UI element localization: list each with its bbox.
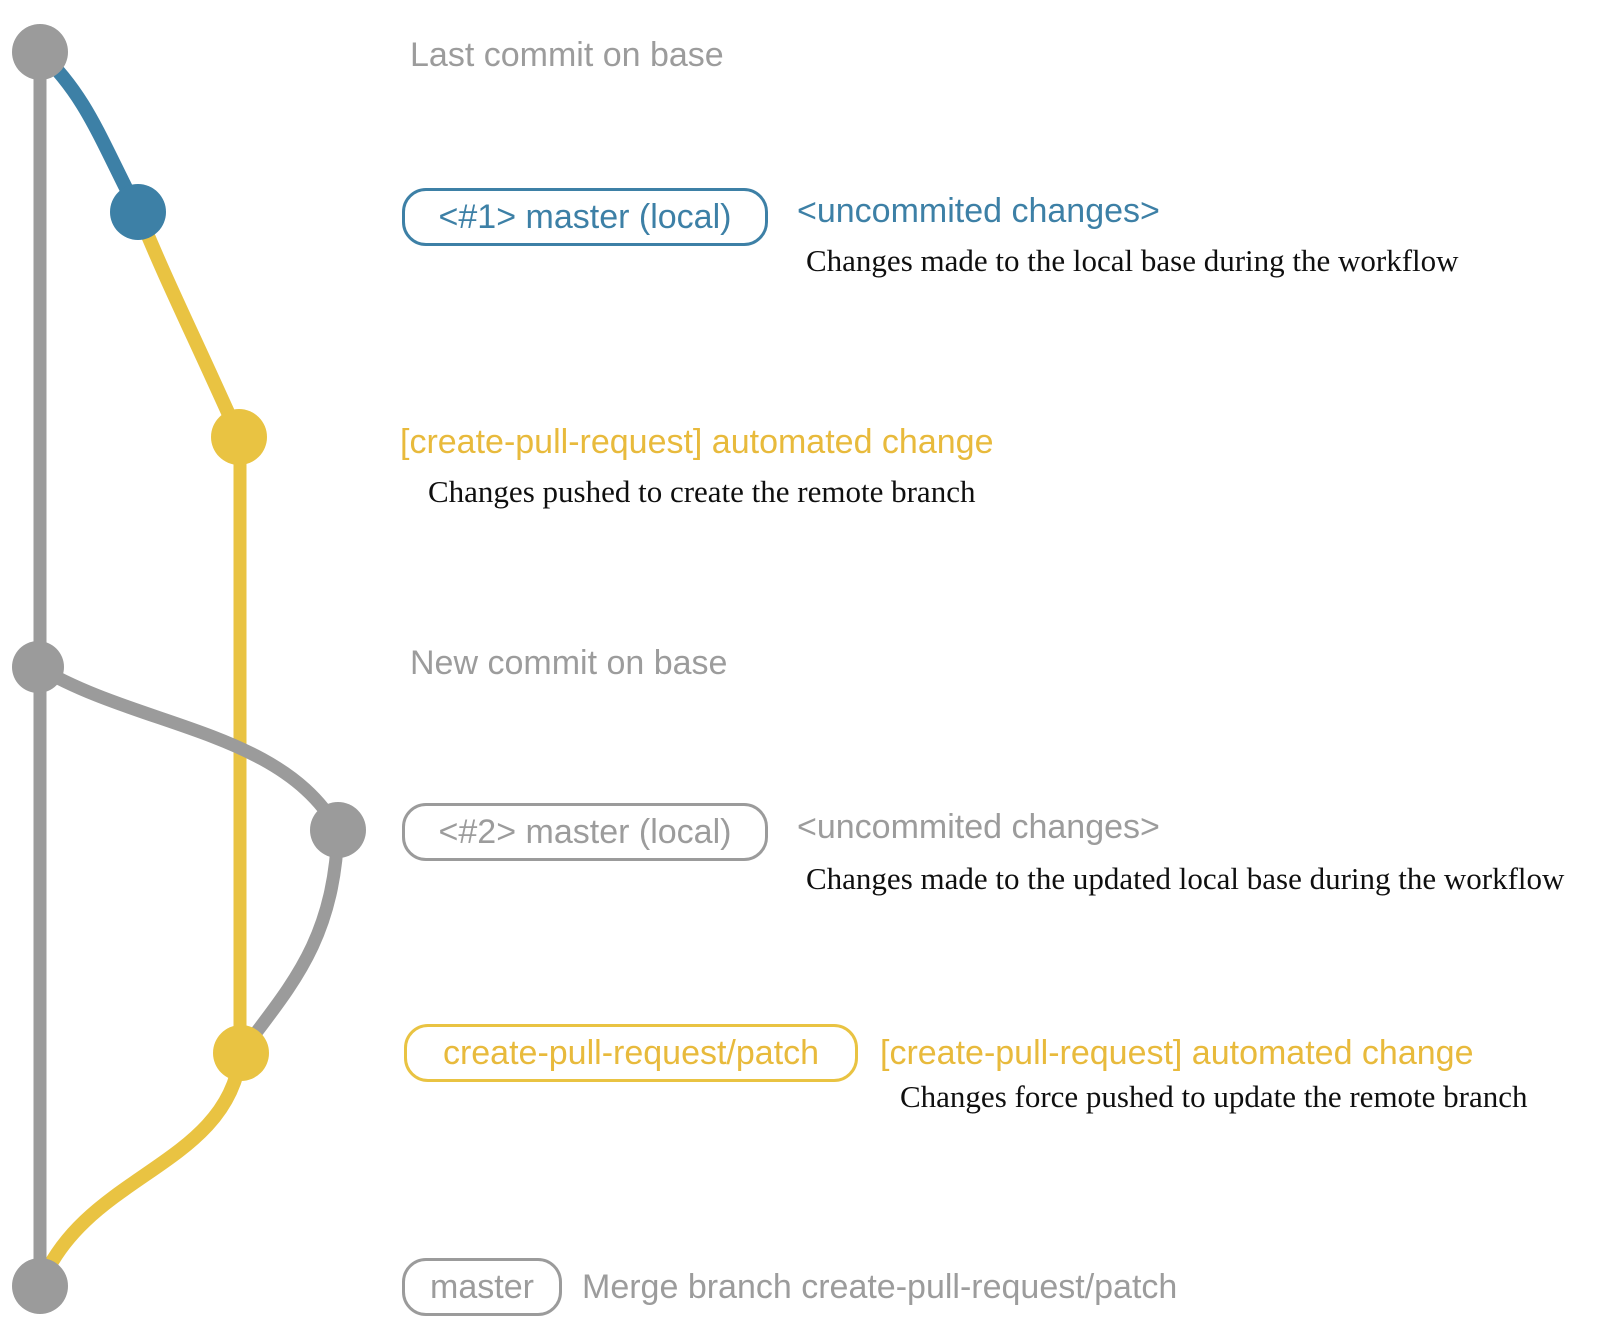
commit-dot-merge	[12, 1258, 68, 1314]
commit-dot-remote-2	[213, 1025, 269, 1081]
branch-curve-force-push	[234, 823, 345, 1060]
note-uncommited-changes-1: <uncommited changes>	[797, 192, 1160, 230]
commit-dot-remote-1	[211, 409, 267, 465]
label-automated-change-2: [create-pull-request] automated change	[880, 1034, 1474, 1072]
badge-master-merge-text: master	[430, 1267, 534, 1306]
label-merge-branch: Merge branch create-pull-request/patch	[582, 1268, 1178, 1306]
commit-dot-new-base	[12, 641, 64, 693]
badge-create-pull-request-patch-text: create-pull-request/patch	[442, 1033, 820, 1072]
branch-curve-rebase-out	[31, 660, 345, 837]
badge-create-pull-request-patch: create-pull-request/patch	[404, 1024, 858, 1082]
commit-dot-last-base	[12, 24, 68, 80]
badge-master-local-1-text: <#1> master (local)	[438, 197, 732, 236]
branch-curve-merge-to-master	[33, 1046, 248, 1293]
desc-force-pushed-remote: Changes force pushed to update the remot…	[900, 1079, 1528, 1114]
label-last-commit-on-base: Last commit on base	[410, 36, 724, 74]
badge-master-local-1: <#1> master (local)	[402, 188, 768, 246]
commit-dot-local-2	[310, 802, 366, 858]
commit-dot-local-1	[110, 184, 166, 240]
desc-local-changes-2: Changes made to the updated local base d…	[806, 861, 1565, 896]
badge-master-local-2: <#2> master (local)	[402, 803, 768, 861]
branch-curve-push-to-remote	[131, 205, 246, 444]
badge-master-merge: master	[402, 1258, 562, 1316]
note-uncommited-changes-2: <uncommited changes>	[797, 808, 1160, 846]
desc-local-changes-1: Changes made to the local base during th…	[806, 243, 1459, 278]
branch-curve-local-change	[33, 45, 145, 219]
label-new-commit-on-base: New commit on base	[410, 644, 728, 682]
label-automated-change-1: [create-pull-request] automated change	[400, 423, 994, 461]
desc-pushed-remote: Changes pushed to create the remote bran…	[428, 474, 976, 509]
badge-master-local-2-text: <#2> master (local)	[438, 812, 732, 851]
